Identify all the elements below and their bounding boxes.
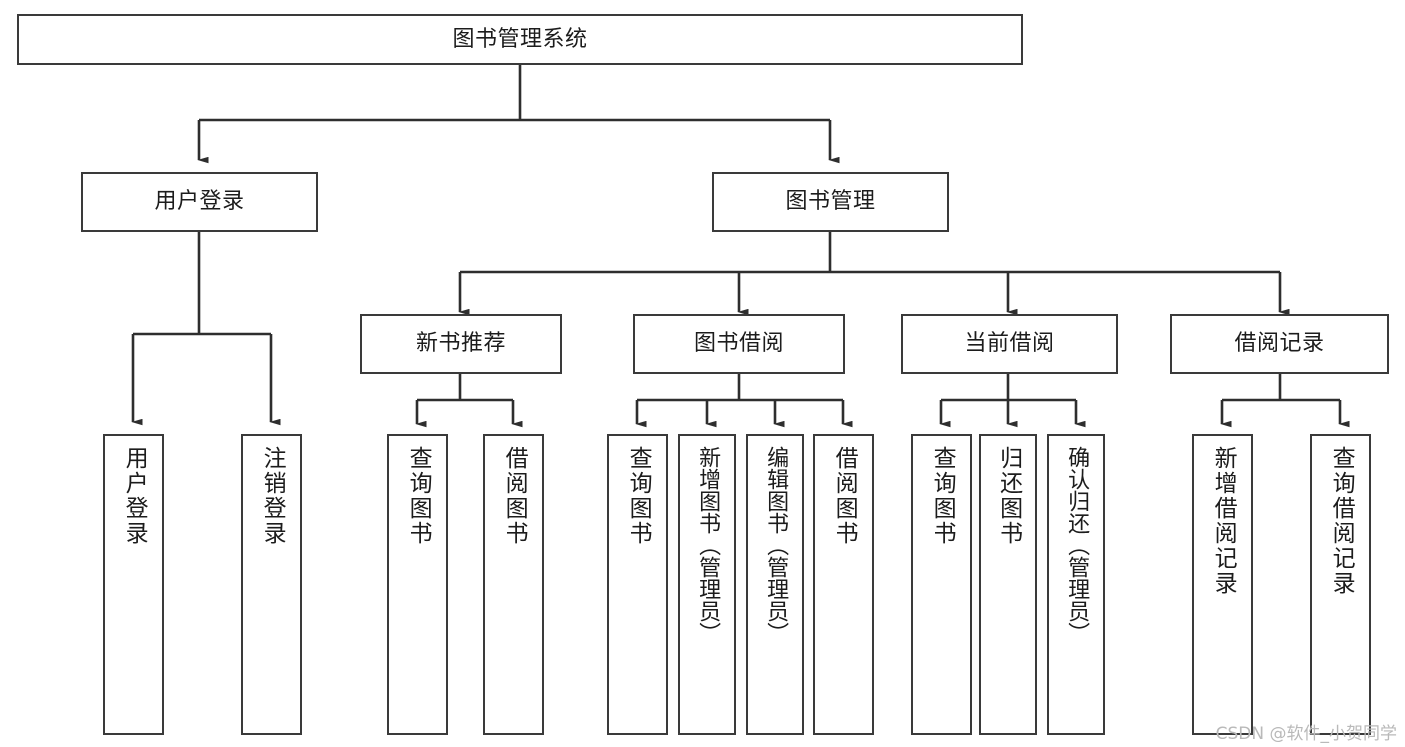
node-book-borrow[interactable]: 图书借阅 xyxy=(633,314,845,374)
node-leaf-query-book-3-label: 查询图书 xyxy=(929,446,956,546)
node-leaf-user-login[interactable]: 用户登录 xyxy=(103,434,164,735)
node-leaf-borrow-book-2-label: 借阅图书 xyxy=(831,446,858,546)
node-borrow-record-label: 借阅记录 xyxy=(1234,331,1325,357)
node-book-borrow-label: 图书借阅 xyxy=(693,331,784,357)
node-leaf-return-book-label: 归还图书 xyxy=(995,446,1022,546)
node-leaf-query-book-2[interactable]: 查询图书 xyxy=(607,434,668,735)
node-current-borrow[interactable]: 当前借阅 xyxy=(901,314,1118,374)
node-leaf-query-book-2-label: 查询图书 xyxy=(625,446,652,546)
node-leaf-query-record[interactable]: 查询借阅记录 xyxy=(1310,434,1371,735)
node-leaf-edit-book-label: 编辑图书（管理员） xyxy=(763,446,789,644)
node-leaf-borrow-book-1[interactable]: 借阅图书 xyxy=(483,434,544,735)
node-new-book-recommend[interactable]: 新书推荐 xyxy=(360,314,562,374)
node-leaf-query-book-3[interactable]: 查询图书 xyxy=(911,434,972,735)
node-root[interactable]: 图书管理系统 xyxy=(17,14,1023,65)
node-leaf-edit-book[interactable]: 编辑图书（管理员） xyxy=(746,434,804,735)
node-leaf-add-book[interactable]: 新增图书（管理员） xyxy=(678,434,736,735)
node-leaf-return-book[interactable]: 归还图书 xyxy=(979,434,1037,735)
node-leaf-confirm-return[interactable]: 确认归还（管理员） xyxy=(1047,434,1105,735)
node-leaf-borrow-book-1-label: 借阅图书 xyxy=(501,446,528,546)
node-book-management-label: 图书管理 xyxy=(785,189,876,215)
node-leaf-add-record[interactable]: 新增借阅记录 xyxy=(1192,434,1253,735)
node-leaf-user-login-label: 用户登录 xyxy=(121,446,148,546)
node-leaf-confirm-return-label: 确认归还（管理员） xyxy=(1064,446,1090,644)
node-root-label: 图书管理系统 xyxy=(452,26,588,52)
node-leaf-borrow-book-2[interactable]: 借阅图书 xyxy=(813,434,874,735)
node-leaf-add-book-label: 新增图书（管理员） xyxy=(695,446,721,644)
node-user-login[interactable]: 用户登录 xyxy=(81,172,318,232)
node-user-login-label: 用户登录 xyxy=(154,189,245,215)
node-current-borrow-label: 当前借阅 xyxy=(964,331,1055,357)
node-leaf-user-logout-label: 注销登录 xyxy=(259,446,286,546)
node-leaf-add-record-label: 新增借阅记录 xyxy=(1210,446,1237,596)
node-borrow-record[interactable]: 借阅记录 xyxy=(1170,314,1389,374)
node-leaf-query-book-1[interactable]: 查询图书 xyxy=(387,434,448,735)
node-new-book-recommend-label: 新书推荐 xyxy=(415,331,506,357)
node-leaf-query-record-label: 查询借阅记录 xyxy=(1328,446,1355,596)
node-book-management[interactable]: 图书管理 xyxy=(712,172,949,232)
node-leaf-user-logout[interactable]: 注销登录 xyxy=(241,434,302,735)
node-leaf-query-book-1-label: 查询图书 xyxy=(405,446,432,546)
